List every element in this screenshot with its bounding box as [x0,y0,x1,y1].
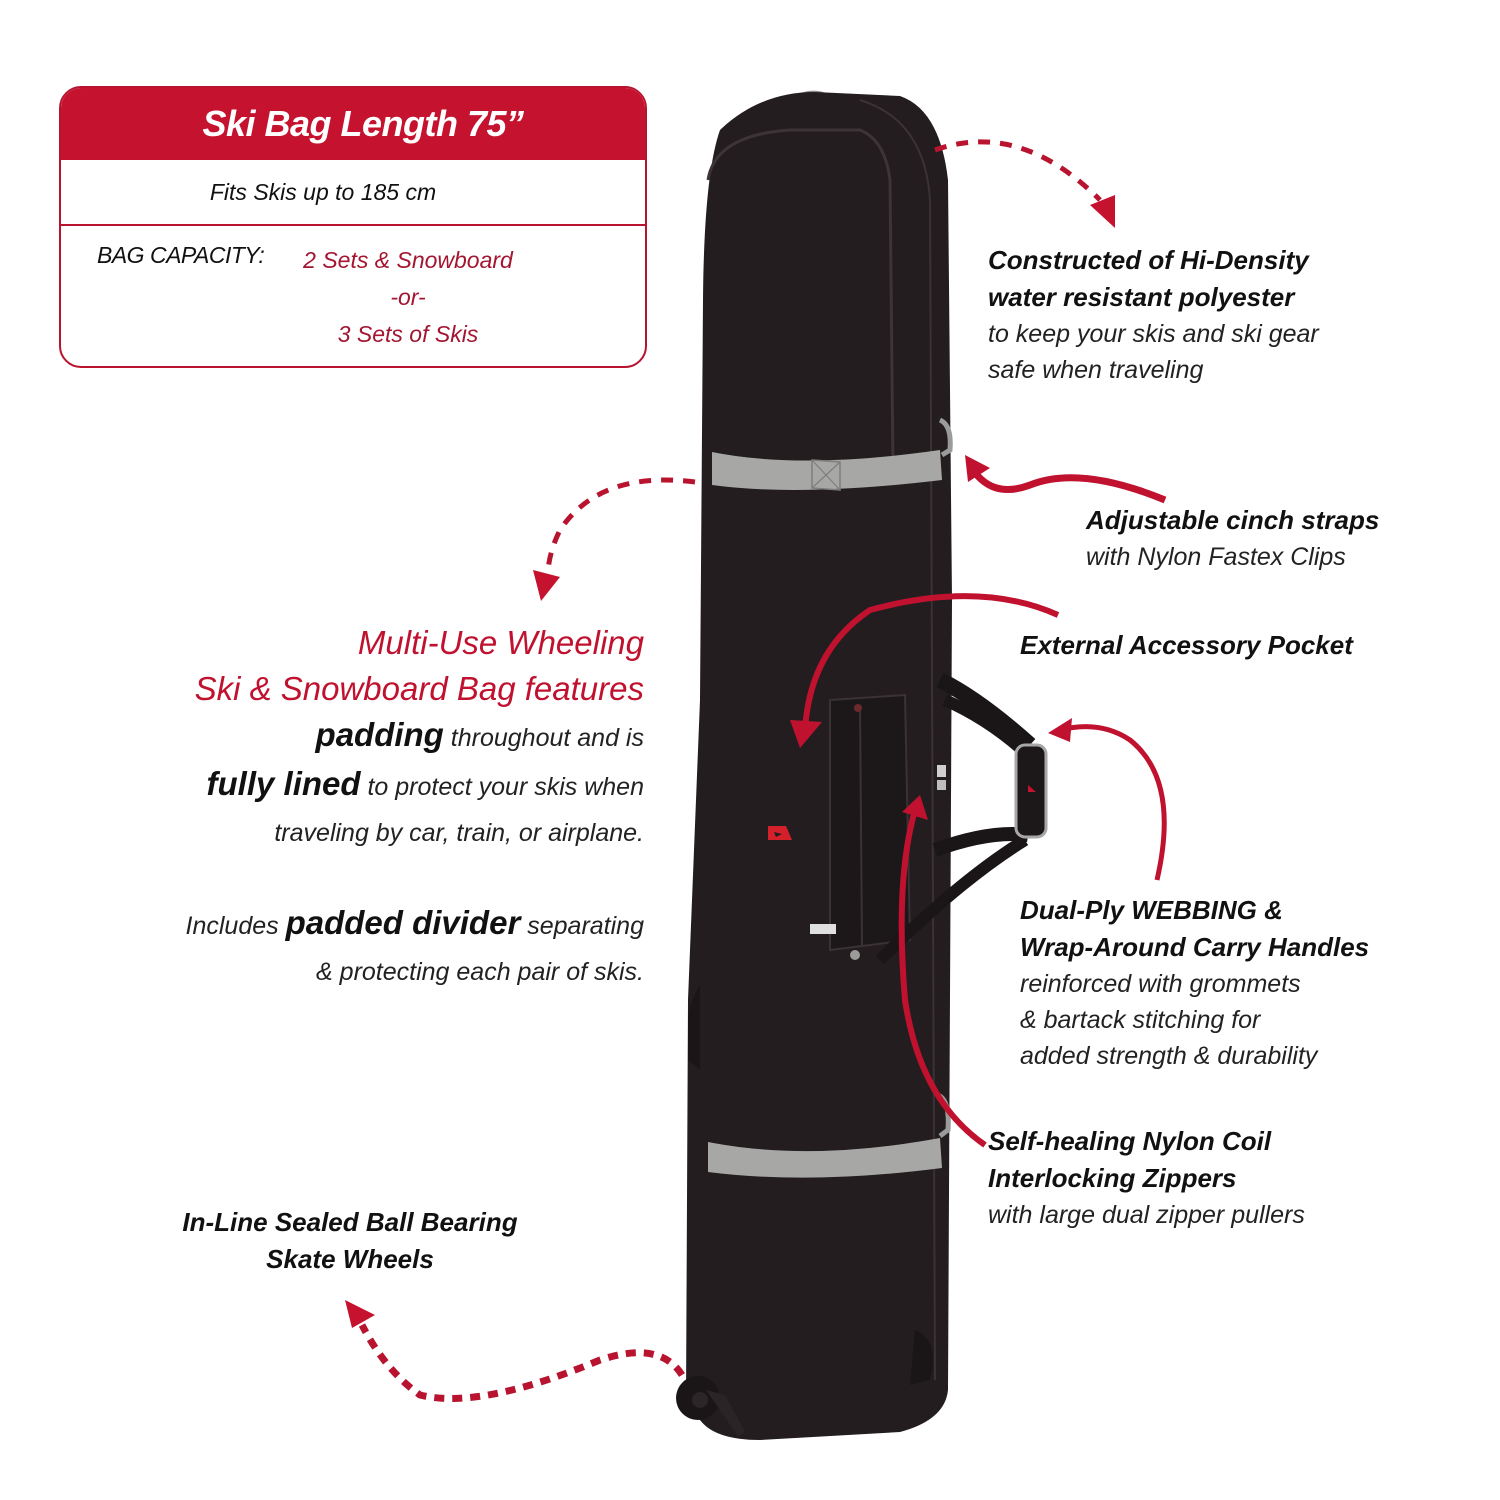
spec-capacity: BAG CAPACITY: 2 Sets & Snowboard -or- 3 … [61,226,645,366]
divider-bold: padded divider [285,904,521,941]
feature-title: Adjustable cinch straps [1086,505,1380,535]
multi-use-heading: Multi-Use Wheeling [357,624,644,661]
feature-title: Skate Wheels [266,1244,434,1274]
feature-zippers: Self-healing Nylon Coil Interlocking Zip… [988,1123,1305,1233]
feature-title: Wrap-Around Carry Handles [1020,932,1370,962]
capacity-option-2: 3 Sets of Skis [337,321,479,347]
feature-title: water resistant polyester [988,282,1295,312]
feature-cinch-straps: Adjustable cinch straps with Nylon Faste… [1086,502,1379,575]
divider-pre: Includes [185,912,286,940]
feature-wheels: In-Line Sealed Ball Bearing Skate Wheels [140,1204,560,1278]
spec-card-title: Ski Bag Length 75” [61,88,645,160]
feature-construction: Constructed of Hi-Density water resistan… [988,242,1319,388]
feature-webbing: Dual-Ply WEBBING & Wrap-Around Carry Han… [1020,892,1369,1074]
feature-title: Self-healing Nylon Coil [988,1126,1272,1156]
padding-line: padding throughout and is [195,712,644,761]
divider-description: Includes padded divider separating & pro… [186,900,644,995]
feature-description: added strength & durability [1020,1042,1318,1070]
padding-rest: throughout and is [443,724,644,752]
divider-line-1: Includes padded divider separating [186,900,644,949]
multi-use-description: Multi-Use Wheeling Ski & Snowboard Bag f… [195,620,644,856]
capacity-option-1: 2 Sets & Snowboard [303,247,513,273]
feature-description: safe when traveling [988,356,1204,384]
capacity-label: BAG CAPACITY: [97,242,265,268]
feature-description: reinforced with grommets [1020,970,1301,998]
arrow-handle [1059,724,1167,881]
cinch-strap-top [712,450,942,490]
divider-post: separating [520,912,644,940]
triangle-logo-icon [768,826,792,840]
spec-card: Ski Bag Length 75” Fits Skis up to 185 c… [59,86,647,368]
feature-pocket: External Accessory Pocket [1020,627,1353,664]
bag-body [686,92,952,1440]
lined-line: fully lined to protect your skis when [195,761,644,810]
feature-title: In-Line Sealed Ball Bearing [182,1207,518,1237]
dashed-arrow-wheels [358,1323,685,1402]
capacity-values: 2 Sets & Snowboard -or- 3 Sets of Skis [293,242,523,353]
feature-title: External Accessory Pocket [1020,630,1353,660]
carry-handle-strap-upper [936,672,1036,751]
lined-rest: to protect your skis when [360,773,644,801]
travel-line: traveling by car, train, or airplane. [274,819,644,847]
arrow-pocket [802,593,1060,731]
feature-description: with Nylon Fastex Clips [1086,543,1346,571]
accessory-pocket [829,693,912,952]
padding-bold: padding [315,716,444,753]
lined-bold: fully lined [206,765,361,802]
feature-title: Constructed of Hi-Density [988,245,1309,275]
feature-title: Dual-Ply WEBBING & [1020,895,1283,925]
capacity-or: -or- [390,284,426,310]
feature-description: to keep your skis and ski gear [988,320,1319,348]
divider-line-2: & protecting each pair of skis. [316,958,644,986]
arrow-cinch [966,463,1167,504]
feature-description: with large dual zipper pullers [988,1201,1305,1229]
dashed-arrow-construction [934,139,1102,202]
feature-description: & bartack stitching for [1020,1006,1261,1034]
multi-use-heading: Ski & Snowboard Bag features [194,670,644,707]
feature-title: Interlocking Zippers [988,1163,1237,1193]
dashed-arrow-padding [545,477,696,571]
cinch-strap-bottom [708,1138,942,1178]
arrow-zipper [898,809,987,1148]
spec-fits: Fits Skis up to 185 cm [61,160,645,226]
